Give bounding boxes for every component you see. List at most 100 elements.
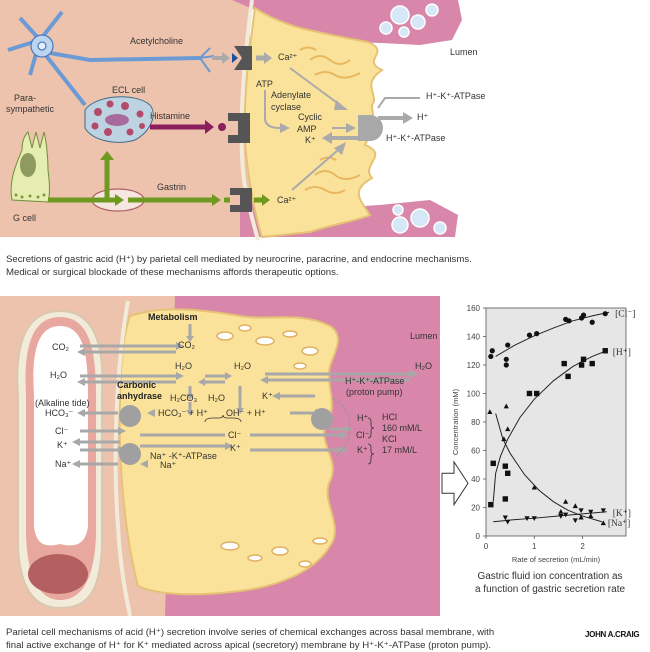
label-alkaline-tide: (Alkaline tide) [35,398,90,408]
series-label: [K⁺] [613,509,631,519]
label-atp: ATP [256,79,273,89]
data-point [531,516,537,521]
data-point [580,312,587,318]
label-g-cell: G cell [13,213,37,223]
label-h2o-left: H₂O [50,370,67,380]
label-hco3-left: HCO₃⁻ [45,408,74,418]
label-k-out: K⁺ [357,445,368,455]
label-h2o-right: H₂O [415,361,432,371]
label-proton-pump-1: H⁺-K⁺-ATPase [345,376,405,386]
data-point [558,508,564,514]
label-h2o-small: H₂O [208,393,225,403]
label-cl-mid: Cl⁻ [228,430,242,440]
data-point [565,373,571,380]
label-gastrin: Gastrin [157,182,187,192]
data-point [566,318,572,324]
x-tick-label: 0 [484,542,489,551]
y-tick-label: 140 [467,333,481,342]
data-point [502,515,508,521]
chart-title-line-2: a function of gastric secretion rate [474,583,626,595]
x-axis-label: Rate of secretion (mL/min) [512,555,601,564]
label-ca-bottom: Ca²⁺ [277,195,297,205]
x-tick-label: 1 [532,542,537,551]
data-point [501,436,507,442]
artist-signature: JOHN A.CRAIG [585,630,640,639]
label-na-left: Na⁺ [55,459,72,469]
data-point [505,426,511,432]
label-histamine: Histamine [150,111,191,121]
data-point [578,508,584,514]
top-caption-line-2: Medical or surgical blockade of these me… [6,266,339,278]
data-point [558,514,564,519]
data-point [588,509,594,515]
label-atpase-top: H⁺-K⁺-ATPase [426,91,486,101]
data-point [534,331,540,337]
data-point [578,362,585,368]
label-k-plus: K⁺ [305,135,316,145]
y-tick-label: 160 [467,304,481,313]
top-illustration [0,0,462,241]
data-point [578,514,584,520]
label-adenylate: Adenylate [271,90,312,100]
data-point [531,484,537,490]
data-point [602,348,608,354]
label-k-mid: K⁺ [230,443,241,453]
series-label: [Cl⁻] [615,309,635,319]
data-point [505,519,511,525]
data-point [526,332,533,338]
bottom-caption-line-1: Parietal cell mechanisms of acid (H⁺) se… [6,627,495,638]
data-point [524,516,530,521]
label-parasympathetic-1: Para- [14,93,37,103]
data-point [588,513,594,519]
fit-line [493,511,607,523]
label-kcl: KCl [382,434,397,444]
data-point [572,503,578,509]
proton-pump-top [358,115,383,141]
y-tick-label: 120 [467,361,481,370]
label-cyclic: Cyclic [298,112,322,122]
label-co2-left: CO₂ [52,342,69,352]
capillary-lumen [33,326,88,546]
data-point [503,362,509,368]
data-point [589,360,595,367]
label-co2-mid: CO₂ [178,340,195,350]
label-ca-top: Ca²⁺ [278,52,298,62]
vesicles [379,3,447,235]
label-oh-reaction: OH⁻ + H⁺ [226,408,266,418]
y-tick-label: 20 [471,504,480,513]
data-point [561,360,567,367]
proton-pump-bottom [311,408,333,430]
label-hco3-reaction: HCO₃⁻ + H⁺ [158,408,208,418]
x-tick-label: 2 [580,542,585,551]
label-lumen-bottom: Lumen [410,331,438,341]
data-point [600,520,606,526]
label-anhydrase: anhydrase [117,391,163,401]
label-parasympathetic-2: sympathetic [6,104,55,114]
label-k-left: K⁺ [57,440,68,450]
acid-secretion-diagram: Lumen Metabolism CO₂ H₂O CO₂ H₂O H₂O H₂O… [0,296,460,617]
canaliculi-bottom [216,324,328,568]
label-ecl-cell: ECL cell [112,85,146,95]
label-hcl: HCl [382,412,397,422]
bottom-caption: Parietal cell mechanisms of acid (H⁺) se… [6,627,586,652]
chart-title-line-1: Gastric fluid ion concentration as [477,571,623,582]
y-tick-label: 40 [471,475,480,484]
series-label: [Na⁺] [608,519,630,529]
label-carbonic: Carbonic [117,380,157,390]
na-k-atpase-pump [119,443,141,465]
y-tick-label: 80 [471,418,480,427]
label-na-mid: Na⁺ [160,460,177,470]
series-label: [H⁺] [613,348,631,358]
label-h-out: H⁺ [357,413,369,423]
y-axis-label: Concentration (mM) [451,388,460,455]
label-proton-pump-2: (proton pump) [346,387,403,397]
data-point [490,460,496,467]
data-point [488,353,494,360]
label-cl-left: Cl⁻ [55,426,69,436]
canaliculi [299,46,361,194]
data-point [505,470,511,476]
neural-hormonal-diagram: Acetylcholine Lumen Para- sympathetic EC… [0,0,650,241]
data-point [572,518,578,524]
